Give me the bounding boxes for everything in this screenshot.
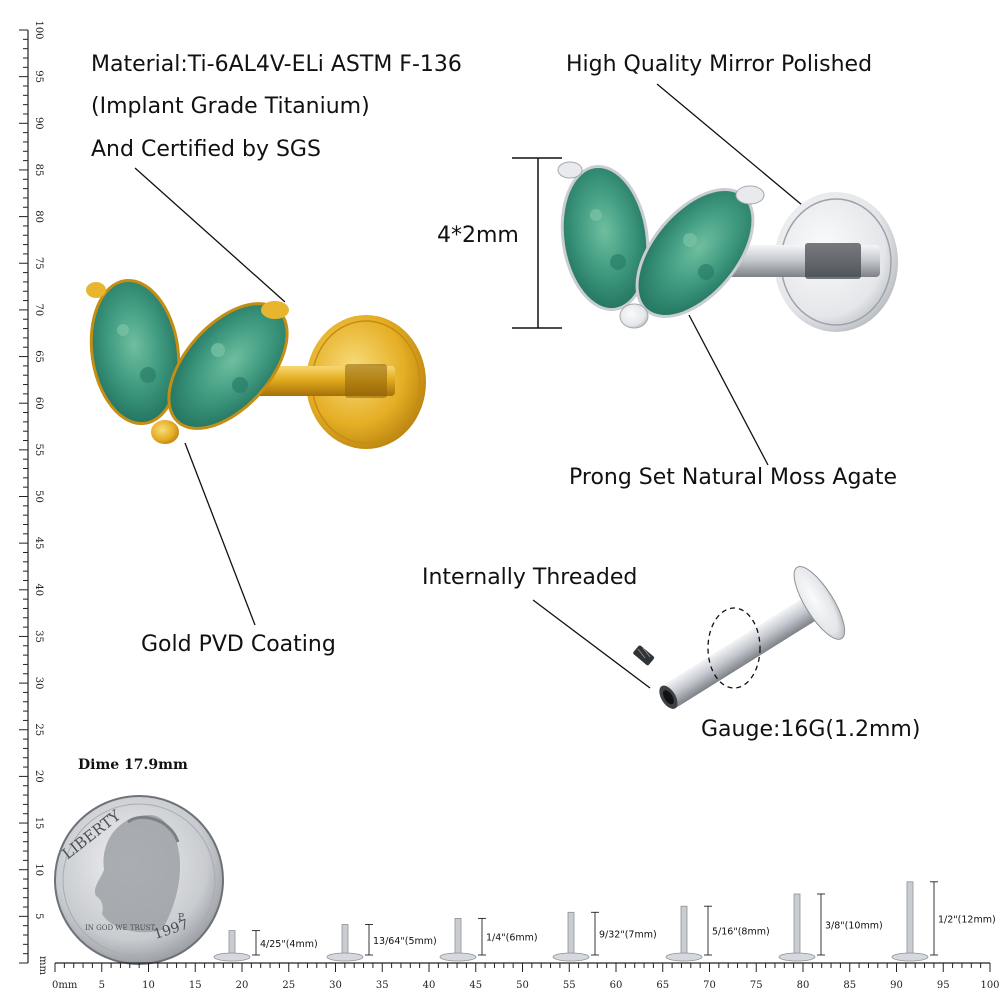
ruler-left-label: 80 <box>33 210 44 223</box>
post-disc <box>326 952 364 962</box>
ruler-bottom-label: 5 <box>99 980 105 991</box>
ruler-bottom-label: 65 <box>656 980 669 991</box>
ruler-bottom-label: 10 <box>142 980 155 991</box>
post-size-item: 13/64"(5mm) <box>326 924 437 962</box>
threaded-callout-line <box>532 599 651 689</box>
post-size-item: 1/4"(6mm) <box>439 917 538 962</box>
ruler-bottom-label: 40 <box>423 980 436 991</box>
post-size-label: 1/4"(6mm) <box>486 933 538 944</box>
post-disc <box>778 952 816 962</box>
material-label: Material:Ti-6AL4V-ELi ASTM F-136 <box>91 52 462 77</box>
ruler-bottom-label: 50 <box>516 980 529 991</box>
ruler-left-label: 95 <box>33 70 44 83</box>
ruler-left-label: 85 <box>33 164 44 177</box>
ruler-left-label: 5 <box>33 913 44 919</box>
material-callout-line <box>134 167 286 303</box>
gold-callout-line <box>184 442 256 626</box>
ruler-left-label: 35 <box>33 630 44 643</box>
post-size-label: 1/2"(12mm) <box>938 914 996 925</box>
post-disc <box>439 952 477 962</box>
dimension-bracket <box>512 157 562 329</box>
post-disc <box>891 952 929 962</box>
ruler-left-label: 75 <box>33 257 44 270</box>
ruler-bottom-label: 55 <box>563 980 576 991</box>
ruler-left-label: 50 <box>33 490 44 503</box>
ruler-bottom-label: 80 <box>797 980 810 991</box>
ruler-left-label: 60 <box>33 397 44 410</box>
post-size-item: 4/25"(4mm) <box>213 930 318 962</box>
post-size-item: 1/2"(12mm) <box>891 881 996 962</box>
moss-callout-line <box>688 314 769 466</box>
ruler-left-label: 55 <box>33 443 44 456</box>
post-size-label: 9/32"(7mm) <box>599 930 657 941</box>
ruler-bottom-label: 15 <box>189 980 202 991</box>
post-disc <box>213 952 251 962</box>
ruler-left-label: 70 <box>33 304 44 317</box>
ruler-bottom-label: 90 <box>890 980 903 991</box>
ruler-bottom-label: 95 <box>937 980 950 991</box>
dime-coin-image: LIBERTY IN GOD WE TRUST 1997 P <box>54 795 224 965</box>
ruler-left-label: 65 <box>33 350 44 363</box>
threaded-post-image <box>633 566 846 709</box>
ruler-left-label: 90 <box>33 117 44 130</box>
post-size-item: 3/8"(10mm) <box>778 893 883 962</box>
ruler-bottom-zero-label: 0mm <box>52 980 78 991</box>
gold-earring-image <box>86 278 426 449</box>
ruler-bottom-label: 100 <box>980 980 999 991</box>
material-sublabel: (Implant Grade Titanium) <box>91 94 370 119</box>
ruler-bottom-label: 60 <box>610 980 623 991</box>
post-bar <box>906 881 914 956</box>
gauge-label: Gauge:16G(1.2mm) <box>701 717 921 742</box>
post-size-label: 3/8"(10mm) <box>825 921 883 932</box>
post-size-label: 4/25"(4mm) <box>260 939 318 950</box>
post-bar <box>341 924 349 956</box>
internally-threaded-label: Internally Threaded <box>422 565 638 590</box>
gold-coating-label: Gold PVD Coating <box>141 632 336 657</box>
coin-mint-text: P <box>178 913 184 923</box>
coin-motto-text: IN GOD WE TRUST <box>85 924 155 932</box>
post-bar <box>567 911 575 956</box>
post-disc <box>665 952 703 962</box>
left-ruler: 5 10 15 20 25 30 35 40 45 50 55 60 65 70 75 80 85 90 95 100 <box>19 20 44 964</box>
mirror-polished-label: High Quality Mirror Polished <box>566 52 873 77</box>
mirror-callout-line <box>656 83 803 206</box>
ruler-left-zero-label: mm <box>37 956 48 975</box>
silver-earring-image <box>557 161 898 332</box>
bottom-ruler: 5 10 15 20 25 30 35 40 45 50 55 60 65 70 75 80 85 90 95 100 <box>54 962 1000 991</box>
threaded-pin-image <box>633 645 655 666</box>
post-bar <box>680 905 688 956</box>
post-disc <box>552 952 590 962</box>
post-size-lineup: 4/25"(4mm) 13/64"(5mm) 1/4"(6mm) 9/32"(7mm)… <box>213 881 996 962</box>
post-bar <box>793 893 801 956</box>
ruler-left-label: 15 <box>33 817 44 830</box>
ruler-bottom-label: 85 <box>843 980 856 991</box>
ruler-left-label: 100 <box>33 20 44 39</box>
ruler-left-label: 30 <box>33 677 44 690</box>
post-size-label: 13/64"(5mm) <box>373 936 437 947</box>
ruler-bottom-label: 30 <box>329 980 342 991</box>
dime-label: Dime 17.9mm <box>78 757 188 773</box>
ruler-left-label: 10 <box>33 863 44 876</box>
ruler-bottom-label: 35 <box>376 980 389 991</box>
post-size-label: 5/16"(8mm) <box>712 927 770 938</box>
ruler-bottom-label: 75 <box>750 980 763 991</box>
post-bar <box>454 918 462 956</box>
ruler-left-label: 40 <box>33 583 44 596</box>
dimension-label: 4*2mm <box>437 223 519 248</box>
post-size-item: 5/16"(8mm) <box>665 905 770 962</box>
moss-agate-label: Prong Set Natural Moss Agate <box>569 465 898 490</box>
certification-label: And Certified by SGS <box>91 137 321 162</box>
ruler-left-label: 45 <box>33 537 44 550</box>
ruler-bottom-label: 45 <box>469 980 482 991</box>
ruler-bottom-label: 25 <box>282 980 295 991</box>
ruler-left-label: 25 <box>33 723 44 736</box>
ruler-bottom-label: 70 <box>703 980 716 991</box>
post-size-item: 9/32"(7mm) <box>552 911 657 962</box>
post-bar <box>228 930 236 956</box>
ruler-left-label: 20 <box>33 770 44 783</box>
ruler-bottom-label: 20 <box>236 980 249 991</box>
